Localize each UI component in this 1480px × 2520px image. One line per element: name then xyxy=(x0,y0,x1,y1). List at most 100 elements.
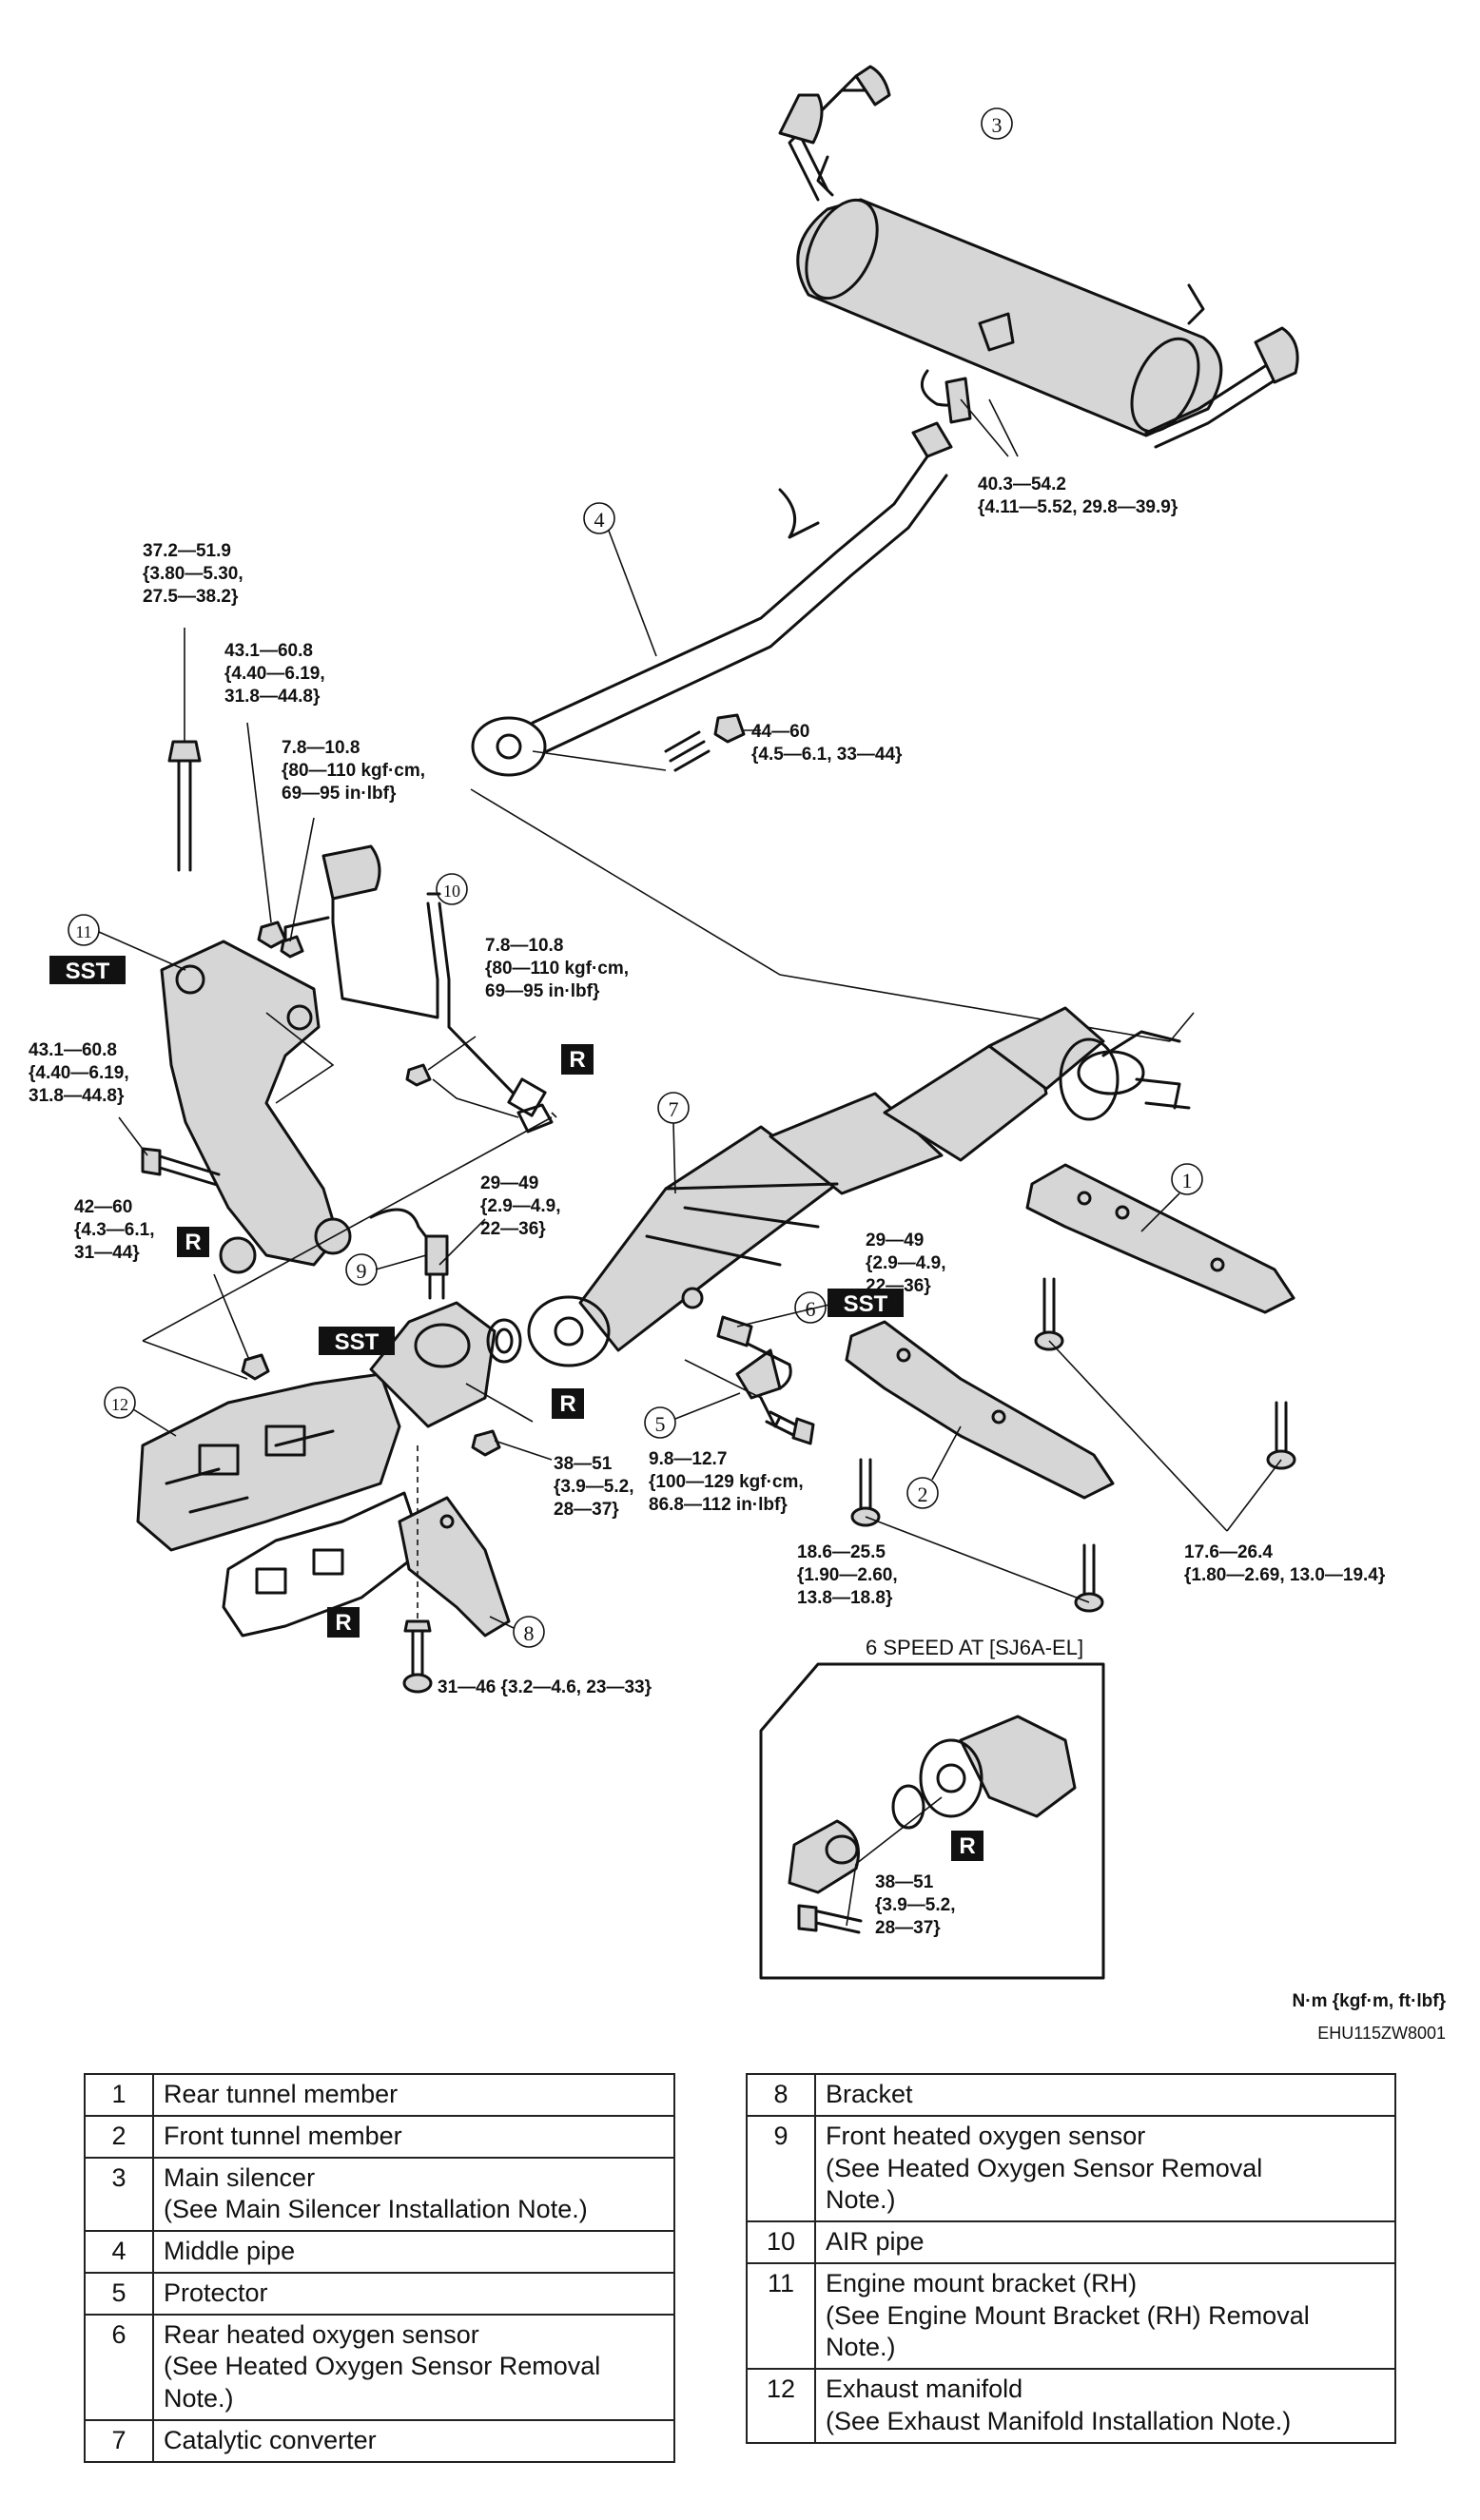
torque-label-line: {100—129 kgf·cm, xyxy=(649,1472,804,1492)
svg-text:5: 5 xyxy=(655,1412,666,1436)
inset-title: 6 SPEED AT [SJ6A-EL] xyxy=(866,1636,1083,1659)
callout-3: 3 xyxy=(981,107,1013,140)
torque-label-line: 42—60 xyxy=(74,1197,132,1217)
rear-tunnel-member xyxy=(1025,1163,1295,1314)
callout-5: 5 xyxy=(644,1406,676,1439)
svg-text:11: 11 xyxy=(75,922,91,941)
callout-12: 12 xyxy=(104,1386,136,1419)
legend-number: 1 xyxy=(84,2073,154,2117)
torque-label-line: 31.8—44.8} xyxy=(224,687,321,707)
torque-label-line: {4.3—6.1, xyxy=(74,1220,155,1240)
legend-number: 10 xyxy=(746,2220,816,2264)
exhaust-manifold xyxy=(136,1301,497,1552)
legend-number: 9 xyxy=(746,2114,816,2223)
manifold-gasket xyxy=(222,1491,425,1638)
legend-number: 5 xyxy=(84,2271,154,2316)
svg-text:4: 4 xyxy=(594,508,605,532)
air-pipe xyxy=(283,844,547,1117)
torque-label-line: 69—95 in·lbf} xyxy=(282,784,397,804)
legend-line: Front tunnel member xyxy=(164,2121,402,2150)
torque-label-line: 31.8—44.8} xyxy=(29,1086,125,1106)
silencer-clamp xyxy=(920,369,972,424)
rear-tunnel-bolts xyxy=(1034,1277,1296,1470)
legend-description: Rear tunnel member xyxy=(152,2073,675,2117)
torque-label-mount-nut: 43.1—60.8{4.40—6.19,31.8—44.8} xyxy=(224,641,325,707)
converter-rear-flange xyxy=(1077,1030,1191,1110)
front-oxygen-sensor xyxy=(369,1208,449,1300)
torque-units: N·m {kgf·m, ft·lbf} xyxy=(1292,1991,1446,2011)
svg-text:6: 6 xyxy=(806,1297,816,1321)
callout-1: 1 xyxy=(1171,1163,1203,1195)
exhaust-system-diagram: 40.3—54.2{4.11—5.52, 29.8—39.9} 44—60{4.… xyxy=(29,65,1386,1980)
legend-line: Main silencer xyxy=(164,2162,316,2192)
torque-label-line: 40.3—54.2 xyxy=(978,475,1066,494)
figure-code: EHU115ZW8001 xyxy=(1317,2024,1446,2043)
torque-label-line: {2.9—4.9, xyxy=(480,1196,561,1216)
torque-label-line: 44—60 xyxy=(751,722,809,742)
torque-label-middle-pipe-nut: 44—60{4.5—6.1, 33—44} xyxy=(751,722,903,765)
svg-text:R: R xyxy=(559,1391,575,1417)
legend-number: 7 xyxy=(84,2418,154,2463)
torque-label-rear-sensor: 29—49{2.9—4.9,22—36} xyxy=(866,1231,946,1296)
legend-row: 5 Protector xyxy=(84,2271,675,2316)
callout-2: 2 xyxy=(906,1477,939,1509)
svg-text:12: 12 xyxy=(111,1395,128,1414)
legend-line: Engine mount bracket (RH) xyxy=(826,2268,1138,2297)
legend-description: Front heated oxygen sensor(See Heated Ox… xyxy=(814,2114,1396,2223)
torque-label-line: 37.2—51.9 xyxy=(143,541,231,561)
torque-label-air-pipe: 7.8—10.8{80—110 kgf·cm,69—95 in·lbf} xyxy=(485,936,629,1001)
torque-label-line: 13.8—18.8} xyxy=(797,1588,893,1608)
torque-label-line: {1.90—2.60, xyxy=(797,1565,898,1585)
callout-11: 11 xyxy=(68,914,100,946)
torque-label-line: 86.8—112 in·lbf} xyxy=(649,1495,788,1515)
callout-8: 8 xyxy=(513,1616,545,1648)
torque-label-line: 17.6—26.4 xyxy=(1184,1542,1273,1562)
torque-label-rear-tunnel: 17.6—26.4{1.80—2.69, 13.0—19.4} xyxy=(1184,1542,1386,1585)
legend-number: 2 xyxy=(84,2114,154,2159)
main-silencer xyxy=(778,65,1299,449)
torque-label-line: 7.8—10.8 xyxy=(485,936,563,956)
torque-label-line: 27.5—38.2} xyxy=(143,587,239,607)
torque-label-line: 31—46 {3.2—4.6, 23—33} xyxy=(438,1677,652,1697)
legend-line: (See Exhaust Manifold Installation Note.… xyxy=(826,2406,1292,2435)
torque-label-front-sensor: 29—49{2.9—4.9,22—36} xyxy=(480,1173,561,1239)
torque-label-air-valve: 7.8—10.8{80—110 kgf·cm,69—95 in·lbf} xyxy=(282,738,425,804)
legend-description: Bracket xyxy=(814,2073,1396,2117)
torque-label-manifold-nut: 42—60{4.3—6.1,31—44} xyxy=(74,1197,155,1263)
svg-text:8: 8 xyxy=(524,1621,535,1645)
callout-4: 4 xyxy=(583,502,615,534)
legend-line: Bracket xyxy=(826,2080,913,2108)
sst-marker-front-sensor: SST xyxy=(319,1327,395,1355)
sst-marker-rear-sensor: SST xyxy=(828,1289,904,1317)
svg-text:R: R xyxy=(185,1230,201,1255)
torque-label-line: {3.9—5.2, xyxy=(875,1895,956,1915)
legend-line: (See Main Silencer Installation Note.) xyxy=(164,2195,588,2224)
mount-bolt-top xyxy=(167,740,202,872)
air-valve-nut xyxy=(280,935,304,959)
torque-label-line: {3.80—5.30, xyxy=(143,564,243,584)
legend-line: (See Heated Oxygen Sensor Removal xyxy=(164,2352,601,2381)
replace-marker-converter-gasket: R xyxy=(552,1388,584,1419)
rear-oxygen-sensor xyxy=(716,1315,792,1390)
legend-line: Note.) xyxy=(164,2384,234,2413)
legend-description: Engine mount bracket (RH)(See Engine Mou… xyxy=(814,2261,1396,2371)
legend-number: 4 xyxy=(84,2230,154,2274)
converter-nut xyxy=(471,1429,501,1457)
torque-label-line: 28—37} xyxy=(875,1918,941,1938)
svg-text:SST: SST xyxy=(335,1329,380,1355)
torque-label-inset: 38—51{3.9—5.2,28—37} xyxy=(875,1872,956,1938)
torque-label-mount-bolt-top: 37.2—51.9 {3.80—5.30, 27.5—38.2} xyxy=(143,541,243,607)
bracket xyxy=(398,1496,511,1638)
legend-line: (See Heated Oxygen Sensor Removal xyxy=(826,2153,1263,2182)
legend-line: Exhaust manifold xyxy=(826,2375,1023,2403)
legend-line: Protector xyxy=(164,2278,268,2307)
converter-gasket xyxy=(486,1318,522,1364)
callout-9: 9 xyxy=(345,1253,378,1286)
middle-pipe-nut xyxy=(713,713,746,744)
legend-line: Rear heated oxygen sensor xyxy=(164,2319,479,2349)
